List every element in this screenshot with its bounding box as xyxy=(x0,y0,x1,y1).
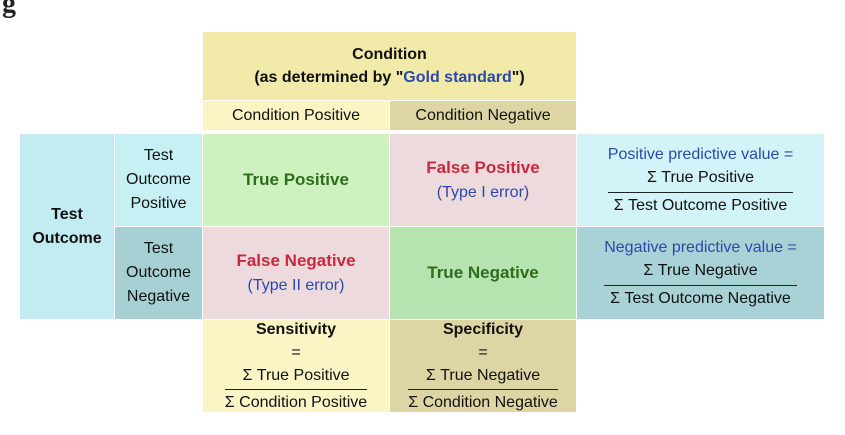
specificity-fraction-bar xyxy=(408,389,558,391)
ppv-fraction-bar xyxy=(607,191,794,193)
true-positive-cell: True Positive xyxy=(203,134,389,226)
npv-label-link[interactable]: Negative predictive value = xyxy=(604,239,797,257)
sensitivity-formula: Sensitivity = Σ True Positive Σ Conditio… xyxy=(224,318,368,415)
condition-subtitle: (as determined by "Gold standard") xyxy=(254,69,525,86)
negative-predictive-value-cell: Negative predictive value = Σ True Negat… xyxy=(577,227,824,319)
condition-positive-header: Condition Positive xyxy=(203,101,389,130)
condition-negative-header: Condition Negative xyxy=(390,101,576,130)
ppv-formula: Positive predictive value = Σ True Posit… xyxy=(607,143,794,217)
true-negative-cell: True Negative xyxy=(390,227,576,319)
condition-header: Condition (as determined by "Gold standa… xyxy=(203,32,576,100)
test-outcome-header: Test Outcome xyxy=(20,134,114,319)
specificity-label: Specificity xyxy=(442,320,524,338)
type-i-error-link[interactable]: (Type I error) xyxy=(436,183,530,201)
positive-predictive-value-cell: Positive predictive value = Σ True Posit… xyxy=(577,134,824,226)
test-outcome-positive-header: Test Outcome Positive xyxy=(115,134,202,226)
sensitivity-numerator: Σ True Positive xyxy=(242,367,350,384)
gold-standard-link[interactable]: Gold standard xyxy=(403,69,512,86)
specificity-numerator: Σ True Negative xyxy=(425,367,541,384)
test-outcome-negative-header: Test Outcome Negative xyxy=(115,227,202,319)
npv-denominator: Σ Test Outcome Negative xyxy=(610,289,791,307)
specificity-cell: Specificity = Σ True Negative Σ Conditio… xyxy=(390,320,576,412)
ppv-numerator: Σ True Positive xyxy=(646,169,755,187)
npv-formula: Negative predictive value = Σ True Negat… xyxy=(604,236,797,310)
ppv-label-link[interactable]: Positive predictive value = xyxy=(607,146,794,164)
sensitivity-label: Sensitivity xyxy=(255,320,337,338)
specificity-denominator: Σ Condition Negative xyxy=(408,394,558,412)
sensitivity-denominator: Σ Condition Positive xyxy=(224,394,368,412)
false-negative-cell: False Negative (Type II error) xyxy=(203,227,389,319)
ppv-denominator: Σ Test Outcome Positive xyxy=(613,196,788,214)
sensitivity-fraction-bar xyxy=(224,389,368,391)
npv-fraction-bar xyxy=(604,284,797,286)
npv-numerator: Σ True Negative xyxy=(643,262,758,280)
page-heading-fragment: g xyxy=(2,0,16,19)
type-ii-error-link[interactable]: (Type II error) xyxy=(247,276,345,294)
condition-title: Condition xyxy=(352,45,427,63)
false-positive-cell: False Positive (Type I error) xyxy=(390,134,576,226)
specificity-formula: Specificity = Σ True Negative Σ Conditio… xyxy=(408,318,558,415)
sensitivity-cell: Sensitivity = Σ True Positive Σ Conditio… xyxy=(203,320,389,412)
